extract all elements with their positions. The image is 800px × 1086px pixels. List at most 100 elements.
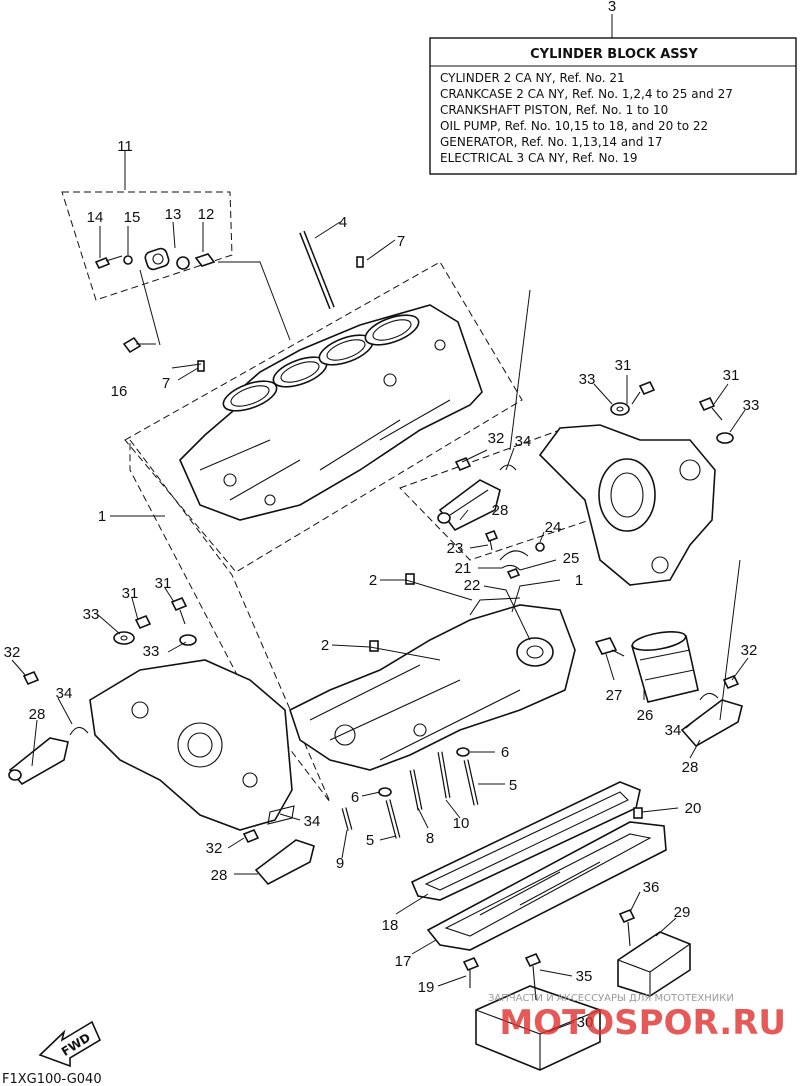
callout-6a: 6	[501, 744, 509, 761]
left-cover	[89, 659, 293, 831]
bolt-31-left-a	[134, 614, 152, 630]
callout-28b: 28	[29, 706, 46, 723]
callout-5a: 5	[509, 777, 517, 794]
crankcase-bolts	[341, 747, 479, 839]
callout-33c: 33	[83, 606, 100, 623]
oil-fittings	[484, 529, 545, 580]
oil-filter-26	[630, 631, 699, 703]
callout-29: 29	[674, 904, 691, 921]
cylinder-block	[179, 304, 483, 521]
callout-25: 25	[563, 550, 580, 567]
callout-12: 12	[198, 206, 215, 223]
bolt-31-left-b	[170, 596, 188, 625]
callout-34b: 34	[56, 685, 73, 702]
callout-numbers: 11 14 15 13 12 4 7 16 7 31 33 31 33 32 3…	[4, 138, 760, 1031]
assembly-line-3: CRANKSHAFT PISTON, Ref. No. 1 to 10	[440, 103, 668, 117]
callout-19: 19	[418, 979, 435, 996]
assembly-line-5: GENERATOR, Ref. No. 1,13,14 and 17	[440, 135, 663, 149]
callout-1a: 1	[98, 508, 106, 525]
engine-mount-28-right	[680, 674, 743, 748]
stud-bolt-4	[299, 230, 335, 310]
bolt-36	[618, 908, 636, 947]
callout-2a: 2	[369, 572, 377, 589]
group-11-outline	[61, 191, 233, 301]
leader-lines	[11, 150, 749, 1033]
washer-33-left-b	[179, 634, 197, 646]
callout-31a: 31	[615, 357, 632, 374]
callout-32c: 32	[741, 642, 758, 659]
callout-21: 21	[455, 560, 472, 577]
bracket-29	[617, 931, 691, 997]
callout-36: 36	[643, 879, 660, 896]
callout-30: 30	[577, 1014, 594, 1031]
callout-1b: 1	[575, 572, 583, 589]
callout-22: 22	[464, 577, 481, 594]
washer-33-right-a	[610, 402, 630, 416]
callout-26: 26	[637, 707, 654, 724]
callout-23: 23	[447, 540, 464, 557]
dowel-pin-7b	[197, 360, 205, 372]
rear-cover-right	[538, 424, 716, 586]
callout-34d: 34	[304, 813, 321, 830]
callout-5b: 5	[366, 832, 374, 849]
callout-31d: 31	[155, 575, 172, 592]
callout-33d: 33	[143, 643, 160, 660]
callout-9: 9	[336, 855, 344, 872]
assembly-line-6: ELECTRICAL 3 CA NY, Ref. No. 19	[440, 151, 637, 165]
engine-mount-28-left	[8, 670, 89, 786]
dowel-pin-20	[633, 807, 643, 819]
callout-13: 13	[165, 206, 182, 223]
dowel-pin-2b	[369, 640, 379, 652]
callout-24: 24	[545, 519, 562, 536]
washer-33-left	[113, 631, 135, 645]
fitting-27	[594, 637, 625, 657]
callout-8: 8	[426, 830, 434, 847]
callout-34c: 34	[665, 722, 682, 739]
engine-mount-28-bottom	[242, 805, 315, 886]
callout-15: 15	[124, 209, 141, 226]
watermark: ЗАПЧАСТИ И АКСЕССУАРЫ ДЛЯ МОТОТЕХНИКИ MO…	[488, 993, 786, 1043]
callout-10: 10	[453, 815, 470, 832]
callout-32d: 32	[206, 840, 223, 857]
callout-14: 14	[87, 209, 104, 226]
dowel-pin-7a	[356, 256, 364, 268]
callout-4: 4	[339, 214, 347, 231]
assembly-line-2: CRANKCASE 2 CA NY, Ref. No. 1,2,4 to 25 …	[440, 87, 733, 101]
callout-33a: 33	[579, 371, 596, 388]
bolt-19	[462, 956, 480, 988]
assembly-info-box: 3 CYLINDER BLOCK ASSY CYLINDER 2 CA NY, …	[429, 0, 797, 175]
forward-arrow-icon: FWD	[38, 1020, 102, 1068]
callout-7b: 7	[162, 375, 170, 392]
callout-27: 27	[606, 687, 623, 704]
callout-33b: 33	[743, 397, 760, 414]
dowel-pin-2a	[405, 573, 415, 585]
lower-crankcase	[289, 597, 576, 771]
watermark-caption: ЗАПЧАСТИ И АКСЕССУАРЫ ДЛЯ МОТОТЕХНИКИ	[488, 993, 734, 1004]
callout-6b: 6	[351, 789, 359, 806]
bolt-31-right-a	[631, 380, 656, 405]
assembly-line-4: OIL PUMP, Ref. No. 10,15 to 18, and 20 t…	[440, 119, 708, 133]
callout-16: 16	[111, 383, 128, 400]
callout-31c: 31	[122, 585, 139, 602]
callout-28c: 28	[682, 759, 699, 776]
callout-32b: 32	[4, 644, 21, 661]
callout-28d: 28	[211, 867, 228, 884]
sensor-group	[94, 247, 216, 271]
callout-35: 35	[576, 968, 593, 985]
washer-33-right-b	[716, 432, 734, 444]
callout-18: 18	[382, 917, 399, 934]
callout-17: 17	[395, 953, 412, 970]
callout-7a: 7	[397, 233, 405, 250]
watermark-brand: MOTOSPOR.RU	[499, 1003, 786, 1043]
callout-11: 11	[117, 138, 133, 155]
group-1-outline	[124, 261, 523, 573]
callout-2b: 2	[321, 637, 329, 654]
assembly-title: CYLINDER BLOCK ASSY	[530, 47, 698, 62]
bolt-31-right-b	[698, 396, 723, 421]
drawing-code: F1XG100-G040	[2, 1072, 102, 1086]
assembly-line-1: CYLINDER 2 CA NY, Ref. No. 21	[440, 71, 625, 85]
oil-pan-17	[426, 821, 667, 951]
block-30	[475, 985, 601, 1071]
